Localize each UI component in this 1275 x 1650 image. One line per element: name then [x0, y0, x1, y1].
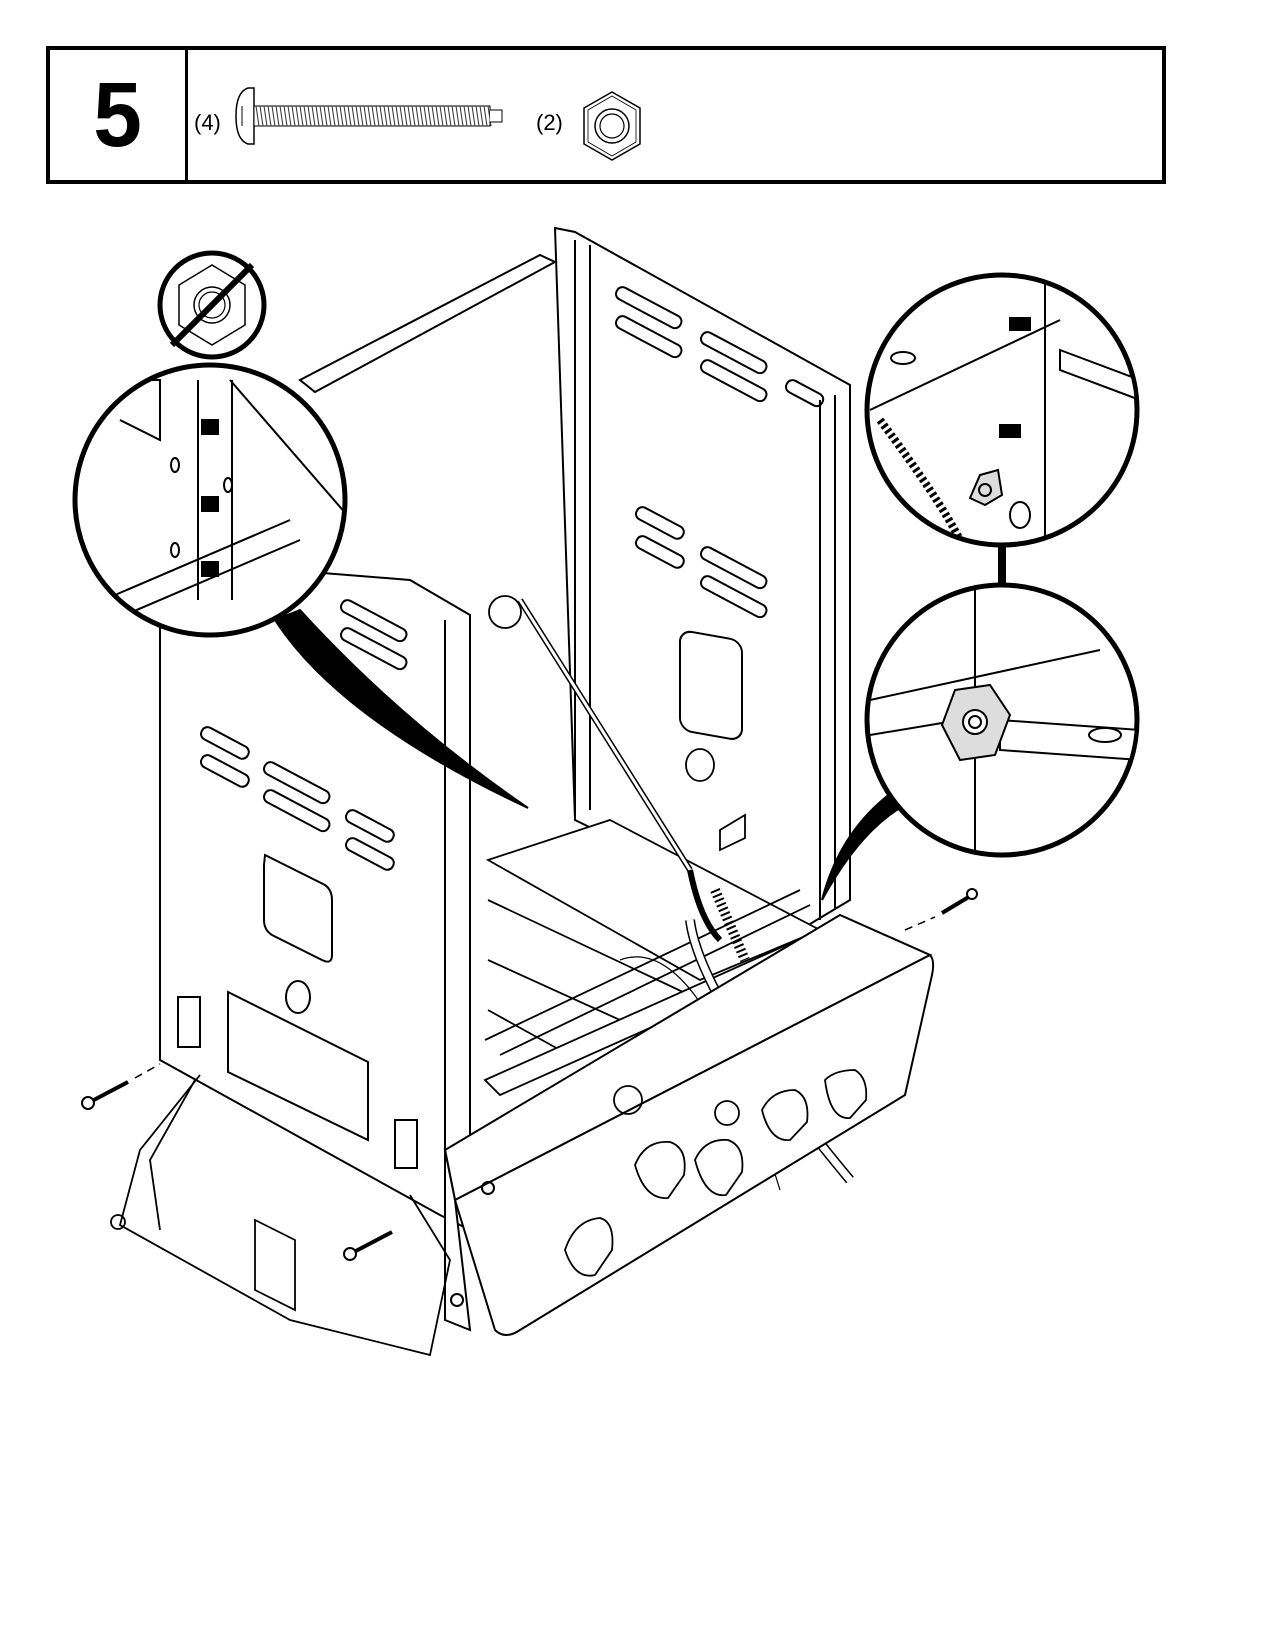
loose-bolt-bottom: [343, 1230, 393, 1261]
bolt-quantity: (4): [194, 110, 221, 135]
control-panel: [443, 913, 935, 1336]
bolt-icon: [235, 87, 503, 145]
step-header: 5 (4) (2): [46, 46, 1166, 184]
nut-quantity: (2): [536, 110, 563, 135]
vent-slots-back: [615, 286, 825, 619]
control-knobs: [564, 1069, 868, 1277]
hex-nut-icon: [583, 91, 641, 161]
callout-pointer-left: [273, 608, 529, 809]
left-bracket-detail: [72, 362, 348, 638]
step-number: 5: [93, 64, 142, 166]
back-panel: [553, 226, 851, 932]
nut-installed-detail: [864, 582, 1140, 858]
prohibited-nut-icon: [157, 250, 267, 360]
vent-slots-left: [200, 599, 408, 871]
step-number-box: 5: [50, 50, 188, 180]
loose-bolt-left: [81, 1063, 161, 1110]
assembly-illustration: [72, 226, 1140, 1357]
nut-bracket-detail: [864, 272, 1140, 548]
parts-list: (4) (2): [188, 50, 1162, 180]
bottom-bracket: [110, 1074, 451, 1357]
loose-bolt-right: [904, 888, 978, 931]
callout-pointer-right: [821, 788, 907, 901]
